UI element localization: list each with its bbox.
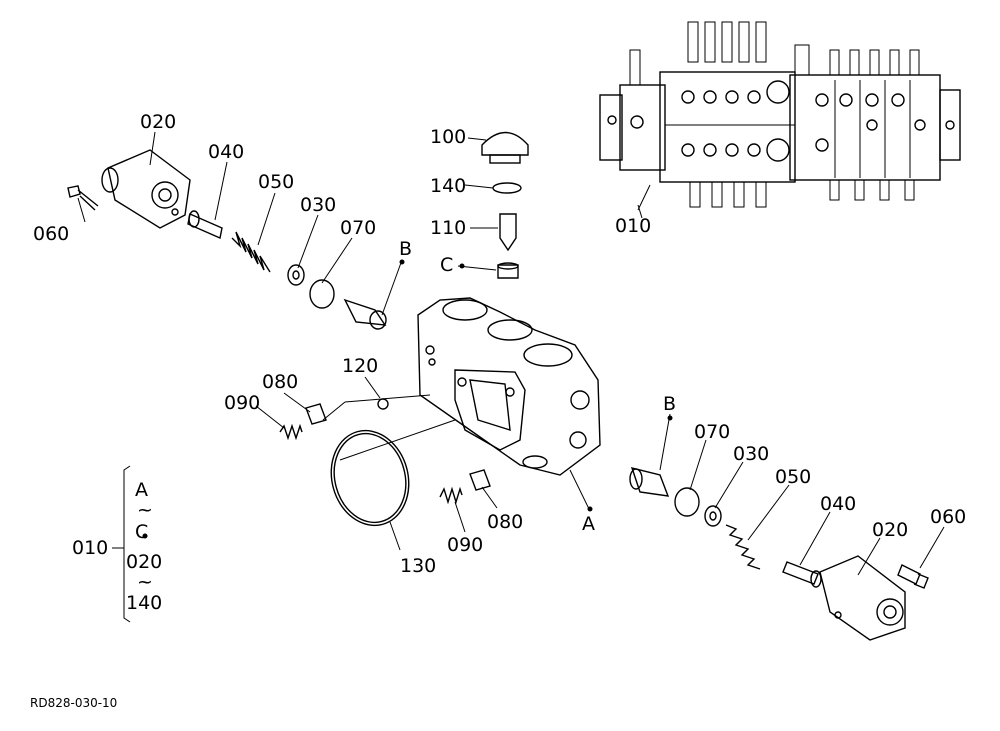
part-130-large-oring	[330, 429, 410, 527]
part-110-poppet	[499, 213, 517, 252]
part-030-left-washer	[287, 264, 305, 286]
part-100-cap	[481, 131, 529, 164]
legend-line3: C	[135, 521, 148, 543]
part-B-left-plunger	[343, 298, 387, 330]
label-060-right: 060	[930, 506, 966, 528]
part-070-left-oring	[309, 279, 335, 309]
label-120: 120	[342, 355, 378, 377]
part-080-left-check	[305, 403, 327, 425]
part-020-left-cover	[101, 149, 191, 229]
part-020-right-cover	[819, 555, 906, 641]
label-010-top: 010	[615, 215, 651, 237]
label-030-left: 030	[300, 194, 336, 216]
label-080-left: 080	[262, 371, 298, 393]
legend-line2: ~	[137, 499, 153, 521]
label-C: C	[440, 254, 453, 276]
label-B-right: B	[663, 393, 676, 415]
part-050-right-spring	[725, 524, 761, 570]
part-140-top-oring	[492, 182, 522, 194]
figure-code: RD828-030-10	[30, 696, 117, 710]
part-090-mid-spring	[439, 486, 463, 505]
leader-dots	[142, 259, 673, 539]
part-060-right-bolt	[897, 564, 929, 589]
part-labels: 020 040 050 030 070 060 B 100 140 110 C …	[33, 111, 966, 577]
part-070-right-oring	[674, 487, 700, 517]
legend-line6: 140	[126, 592, 162, 614]
label-060-left: 060	[33, 223, 69, 245]
legend-line4: 020	[126, 551, 162, 573]
valve-body-drawing	[417, 297, 601, 476]
part-090-left-spring	[279, 423, 303, 441]
label-140-top: 140	[430, 175, 466, 197]
part-B-right-plunger	[629, 467, 670, 497]
label-B-left: B	[399, 238, 412, 260]
part-080-mid-check	[469, 469, 491, 491]
label-070-right: 070	[694, 421, 730, 443]
label-090-mid: 090	[447, 534, 483, 556]
label-020-right: 020	[872, 519, 908, 541]
label-A: A	[582, 513, 595, 535]
legend-assembly-number: 010	[72, 537, 108, 559]
assembly-legend: 010 A ~ C 020 ~ 140	[72, 465, 162, 623]
label-050-left: 050	[258, 171, 294, 193]
label-080-mid: 080	[487, 511, 523, 533]
label-130: 130	[400, 555, 436, 577]
label-090-left: 090	[224, 392, 260, 414]
label-110: 110	[430, 217, 466, 239]
label-100: 100	[430, 126, 466, 148]
part-060-left-bolt	[67, 185, 99, 211]
part-040-right-spool	[782, 561, 822, 588]
leader-lines	[77, 131, 945, 576]
part-050-left-spring	[231, 231, 271, 273]
label-030-right: 030	[733, 443, 769, 465]
part-040-left-spool	[187, 210, 223, 239]
legend-line5: ~	[137, 571, 153, 593]
label-070-left: 070	[340, 217, 376, 239]
label-020-left: 020	[140, 111, 176, 133]
part-120-small-oring	[377, 398, 389, 410]
legend-line1: A	[135, 479, 148, 501]
part-030-right-washer	[704, 505, 722, 527]
valve-assembly-drawing	[599, 21, 961, 211]
label-040-left: 040	[208, 141, 244, 163]
part-C-seat	[497, 262, 519, 279]
label-040-right: 040	[820, 493, 856, 515]
label-050-right: 050	[775, 466, 811, 488]
